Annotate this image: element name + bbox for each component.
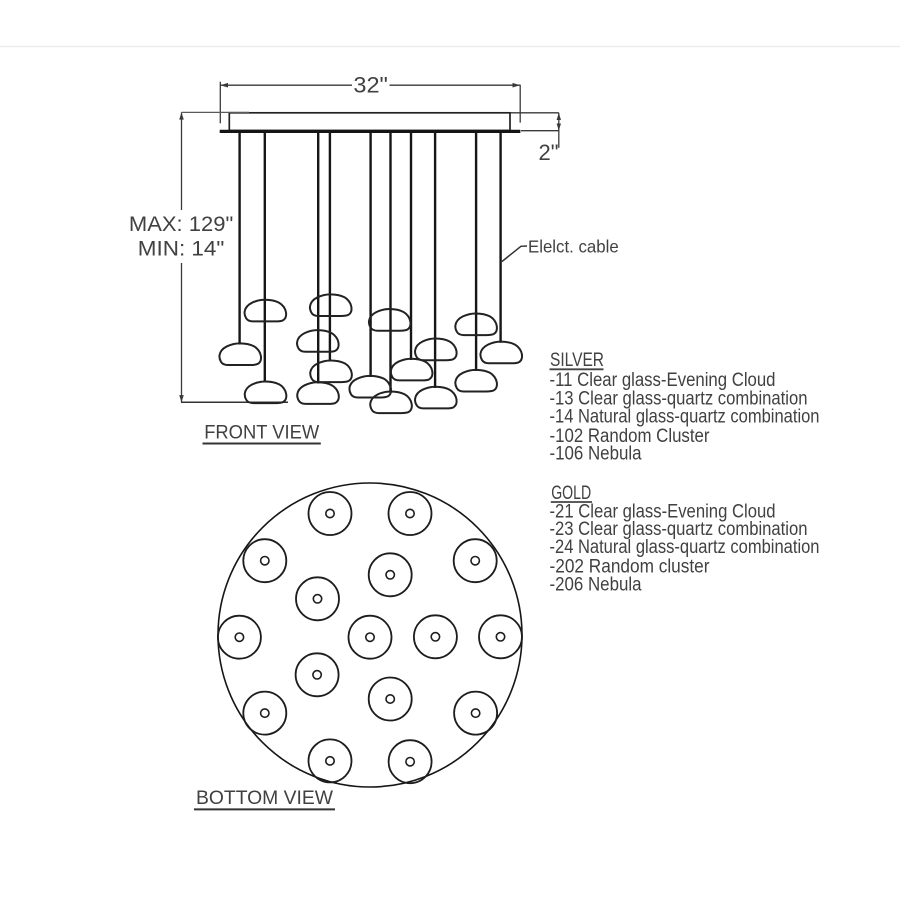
svg-text:-23 Clear glass-quartz combina: -23 Clear glass-quartz combination bbox=[550, 519, 808, 540]
svg-text:-21 Clear glass-Evening Cloud: -21 Clear glass-Evening Cloud bbox=[550, 502, 776, 523]
svg-text:Elelct. cable: Elelct. cable bbox=[528, 237, 619, 257]
svg-text:MIN: 14": MIN: 14" bbox=[138, 238, 225, 261]
svg-text:-24 Natural glass-quartz combi: -24 Natural glass-quartz combination bbox=[550, 537, 820, 558]
svg-text:2": 2" bbox=[539, 140, 559, 165]
svg-text:-14 Natural glass-quartz combi: -14 Natural glass-quartz combination bbox=[550, 406, 820, 427]
svg-text:FRONT VIEW: FRONT VIEW bbox=[204, 421, 320, 443]
svg-text:-106 Nebula: -106 Nebula bbox=[550, 444, 642, 465]
svg-text:MAX: 129": MAX: 129" bbox=[129, 213, 233, 236]
svg-text:SILVER: SILVER bbox=[550, 349, 604, 371]
svg-text:-13 Clear glass-quartz combina: -13 Clear glass-quartz combination bbox=[550, 389, 808, 410]
svg-text:BOTTOM VIEW: BOTTOM VIEW bbox=[196, 787, 334, 809]
svg-text:-202 Random cluster: -202 Random cluster bbox=[550, 557, 711, 578]
svg-text:-102 Random Cluster: -102 Random Cluster bbox=[550, 426, 711, 447]
svg-text:GOLD: GOLD bbox=[551, 482, 591, 504]
svg-text:-206 Nebula: -206 Nebula bbox=[550, 575, 642, 596]
svg-text:-11 Clear glass-Evening Cloud: -11 Clear glass-Evening Cloud bbox=[550, 370, 776, 391]
svg-text:32": 32" bbox=[353, 73, 388, 98]
